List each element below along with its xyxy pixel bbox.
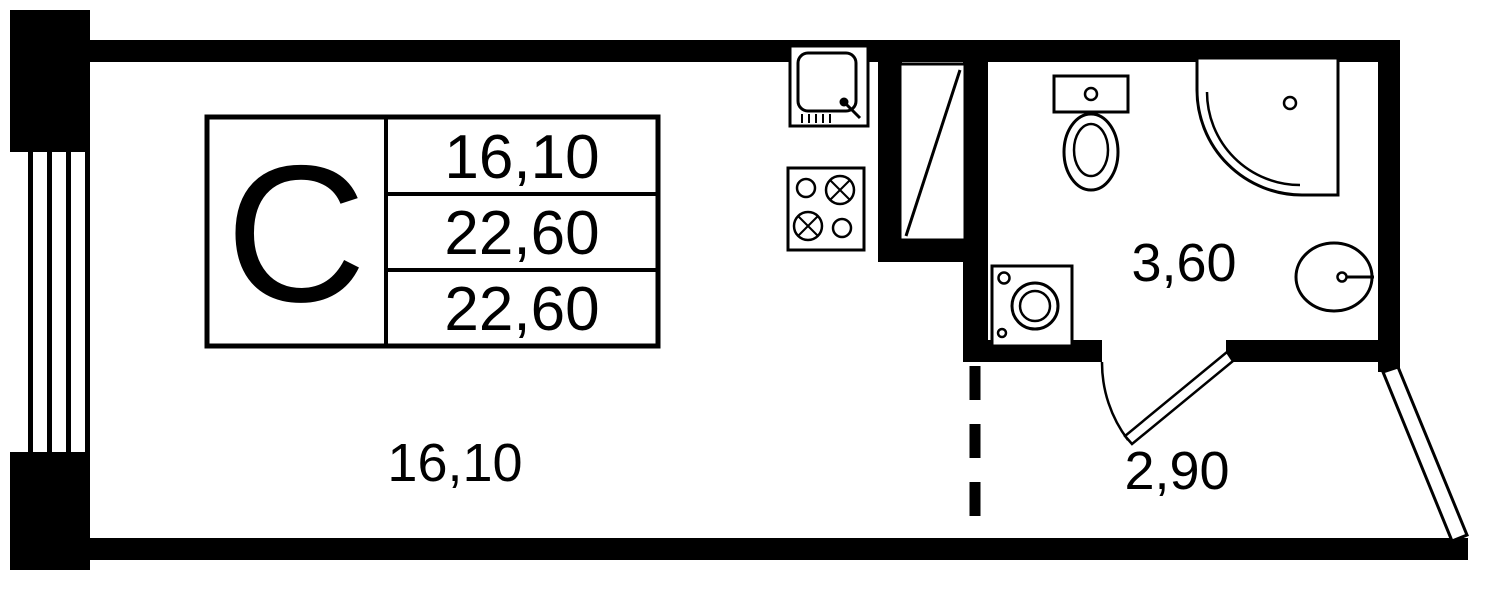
info-table-value-row3: 22,60 — [444, 275, 599, 344]
right-wall — [1378, 40, 1400, 372]
sink-faucet-handle — [844, 102, 862, 120]
bathroom-bottom-wall-right — [1226, 340, 1400, 362]
stove-icon — [786, 166, 866, 252]
hallway-area-label: 2,90 — [1124, 441, 1229, 501]
bathtub-inner-rim — [1205, 91, 1301, 187]
living-room-area-label: 16,10 — [387, 433, 522, 493]
entry-door-leaf — [1381, 365, 1469, 543]
unit-type-label: С — [226, 125, 367, 343]
toilet-icon — [1052, 74, 1130, 192]
toilet-button — [1083, 86, 1099, 102]
bathtub-drain — [1282, 95, 1298, 111]
info-table-border — [204, 114, 661, 349]
window-glazing-line — [66, 150, 71, 455]
bathroom-sink-icon — [1294, 241, 1374, 313]
bathroom-door-swing-icon — [1100, 350, 1235, 446]
burner-small — [831, 217, 853, 239]
top-left-pier-wall — [10, 10, 90, 152]
bathtub-outline — [1195, 56, 1340, 197]
washer-corner-dot — [996, 327, 1008, 339]
bathroom-area-label: 3,60 — [1131, 233, 1236, 293]
bathroom-door-leaf — [1123, 350, 1235, 446]
burner-cross — [829, 179, 851, 201]
window-glazing-line — [28, 150, 33, 455]
bathroom-door-arc — [1100, 361, 1129, 441]
shaft-diagonal — [904, 69, 962, 237]
bathroom-sink-drain — [1336, 271, 1348, 283]
entry-door-icon — [1381, 365, 1469, 543]
bottom-wall — [88, 538, 1468, 560]
ventilation-shaft-icon — [898, 62, 967, 242]
top-wall — [88, 40, 1400, 62]
burner-small — [795, 177, 817, 199]
info-table-value-row2: 22,60 — [444, 199, 599, 268]
burner-cross — [797, 215, 819, 237]
washing-machine-icon — [990, 264, 1074, 348]
sink-basin — [796, 51, 858, 113]
bathroom-left-wall — [963, 62, 988, 362]
sink-drainer-hatching — [801, 114, 831, 123]
washer-detergent-knob — [997, 271, 1011, 285]
kitchen-divider-wall — [878, 62, 902, 240]
info-table: С 16,10 22,60 22,60 — [204, 114, 661, 349]
window-glazing-line — [47, 150, 52, 455]
washer-door-inner — [1018, 289, 1052, 323]
bottom-left-pier-wall — [10, 452, 90, 570]
window-glazing-line — [85, 150, 90, 455]
info-table-value-row1: 16,10 — [444, 123, 599, 192]
toilet-bowl-inner — [1072, 122, 1110, 178]
corner-bathtub-icon — [1195, 56, 1340, 197]
walls — [10, 10, 1468, 570]
kitchen-sink-icon — [788, 44, 870, 128]
window-icon — [28, 150, 90, 455]
